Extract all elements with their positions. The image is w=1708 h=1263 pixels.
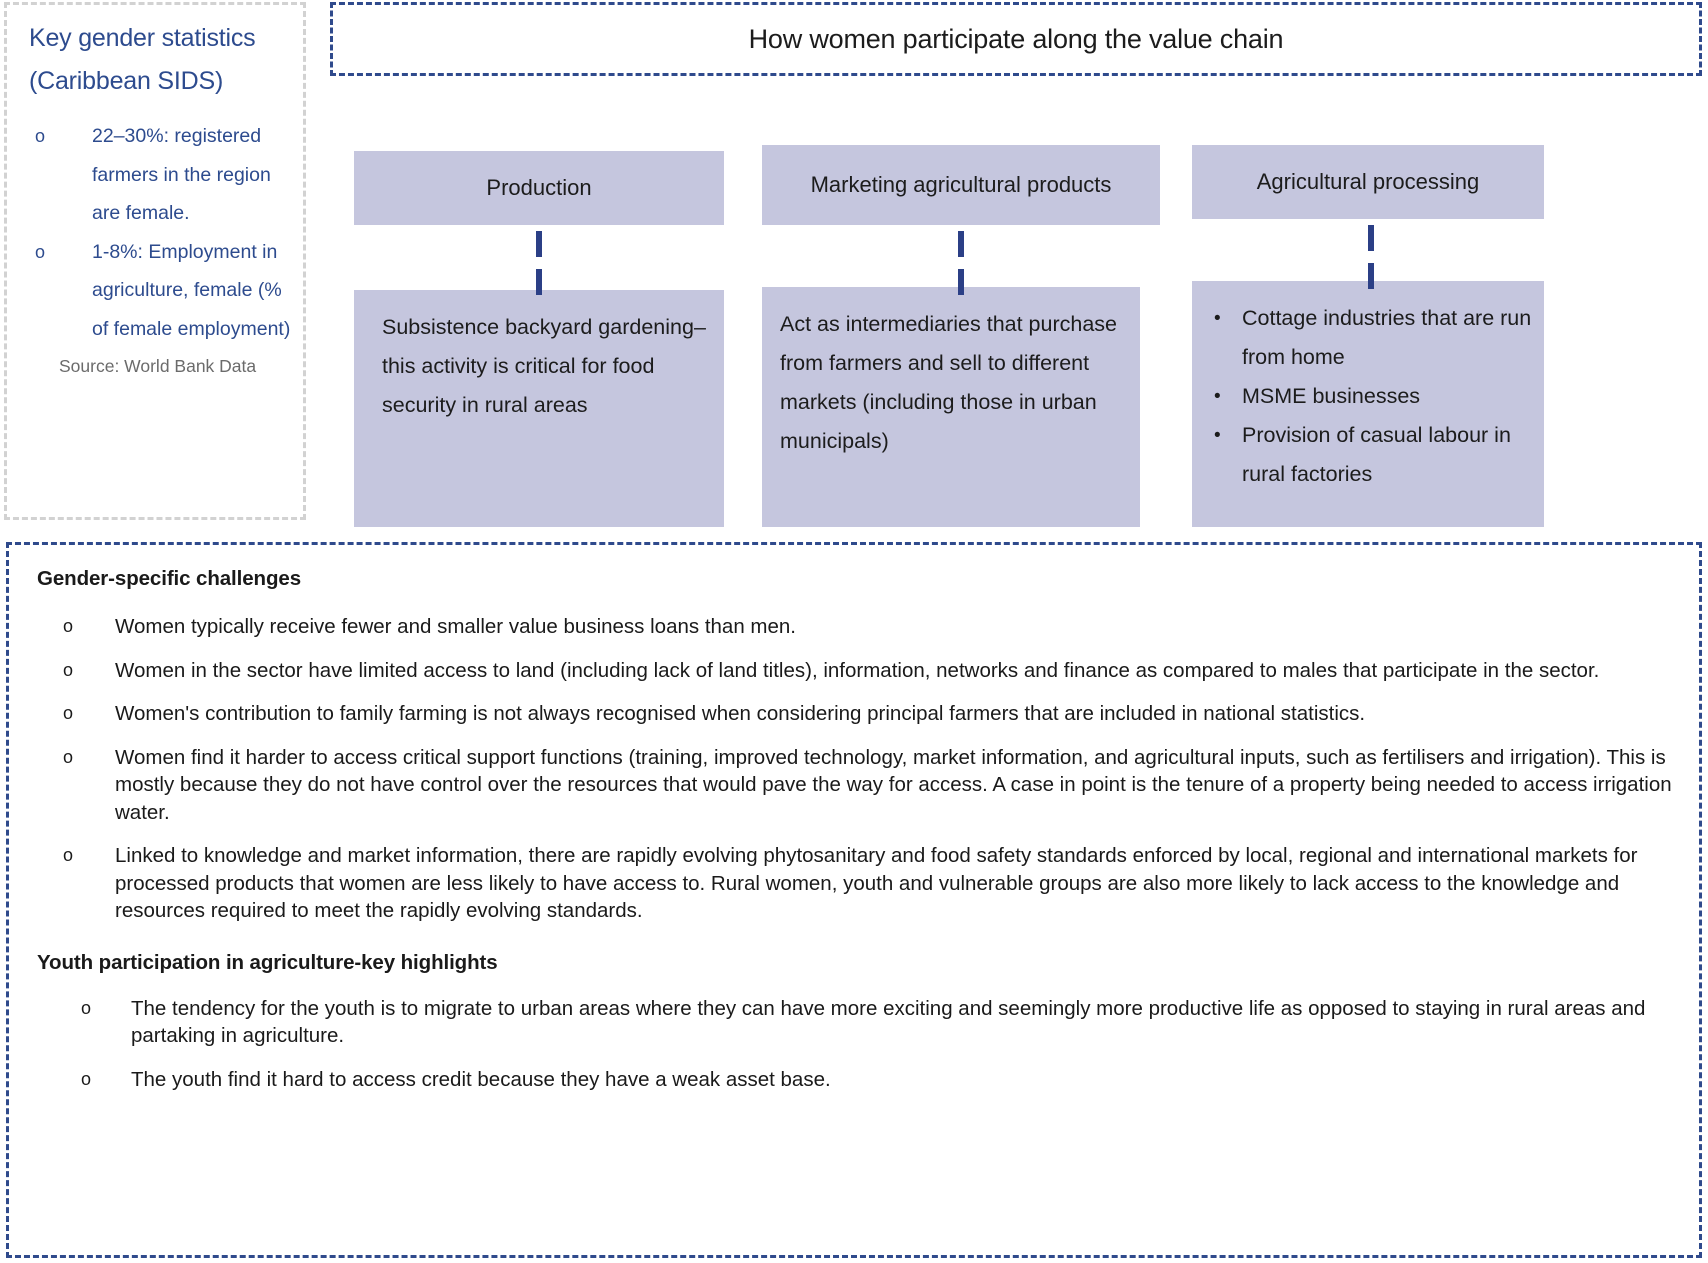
value-chain-body-processing: • Cottage industries that are run from h… xyxy=(1192,281,1544,527)
connector-marketing xyxy=(958,225,964,295)
challenges-heading: Gender-specific challenges xyxy=(37,567,302,590)
value-chain-body-text: Subsistence backyard gardening– this act… xyxy=(382,315,706,417)
stats-bullet-list: o 22–30%: registered farmers in the regi… xyxy=(7,117,303,348)
bullet-marker-icon: o xyxy=(63,616,74,636)
value-chain-body-production: Subsistence backyard gardening– this act… xyxy=(354,290,724,527)
processing-bullet-list: • Cottage industries that are run from h… xyxy=(1206,299,1536,494)
list-item: o The tendency for the youth is to migra… xyxy=(27,995,1681,1050)
stats-title-line-1: Key gender statistics xyxy=(29,24,256,52)
youth-text: The youth find it hard to access credit … xyxy=(131,1067,831,1091)
challenge-text: Linked to knowledge and market informati… xyxy=(115,844,1638,922)
list-item: o The youth find it hard to access credi… xyxy=(27,1066,1681,1094)
list-item: • MSME businesses xyxy=(1206,377,1536,416)
connector-processing xyxy=(1368,219,1374,289)
list-item: o Women in the sector have limited acces… xyxy=(27,657,1681,685)
stats-source-note: Source: World Bank Data xyxy=(59,356,257,376)
bullet-dot-icon: • xyxy=(1214,386,1221,407)
list-item: o Women find it harder to access critica… xyxy=(27,744,1681,827)
bullet-marker-icon: o xyxy=(63,845,74,865)
value-chain-header-marketing: Marketing agricultural products xyxy=(762,145,1160,225)
value-chain-body-marketing: Act as intermediaries that purchase from… xyxy=(762,287,1140,527)
bullet-dot-icon: • xyxy=(1214,425,1221,446)
list-item: o 1-8%: Employment in agriculture, femal… xyxy=(7,233,303,349)
bullet-marker-icon: o xyxy=(81,1068,92,1089)
youth-heading: Youth participation in agriculture-key h… xyxy=(37,950,498,974)
value-chain-body-text: Act as intermediaries that purchase from… xyxy=(780,312,1117,453)
list-item: o 22–30%: registered farmers in the regi… xyxy=(7,117,303,233)
value-chain-column-marketing: Marketing agricultural products Act as i… xyxy=(762,145,1160,527)
list-item: o Women typically receive fewer and smal… xyxy=(27,613,1681,641)
stats-panel-title: Key gender statistics (Caribbean SIDS) xyxy=(7,5,303,103)
list-item: • Cottage industries that are run from h… xyxy=(1206,299,1536,377)
processing-item-text: Provision of casual labour in rural fact… xyxy=(1242,423,1511,486)
list-item: o Linked to knowledge and market informa… xyxy=(27,842,1681,925)
bullet-marker-icon: o xyxy=(63,703,74,723)
processing-item-text: Cottage industries that are run from hom… xyxy=(1242,306,1532,369)
stats-item-text: 1-8%: Employment in agriculture, female … xyxy=(92,240,291,340)
list-item: • Provision of casual labour in rural fa… xyxy=(1206,416,1536,494)
challenges-panel: Gender-specific challenges o Women typic… xyxy=(6,542,1702,1258)
bullet-marker-icon: o xyxy=(81,997,92,1018)
challenge-text: Women typically receive fewer and smalle… xyxy=(115,615,797,638)
challenges-list: o Women typically receive fewer and smal… xyxy=(27,613,1681,925)
challenge-text: Women in the sector have limited access … xyxy=(115,658,1600,682)
processing-item-text: MSME businesses xyxy=(1242,384,1421,408)
stats-item-text: 22–30%: registered farmers in the region… xyxy=(92,125,271,224)
page-title: How women participate along the value ch… xyxy=(748,23,1284,54)
value-chain-column-processing: Agricultural processing • Cottage indust… xyxy=(1192,145,1544,527)
key-gender-statistics-panel: Key gender statistics (Caribbean SIDS) o… xyxy=(4,2,306,520)
challenge-text: Women find it harder to access critical … xyxy=(115,745,1672,824)
list-item: o Women's contribution to family farming… xyxy=(27,700,1681,728)
bullet-marker-icon: o xyxy=(35,241,46,262)
value-chain-banner: How women participate along the value ch… xyxy=(330,2,1702,76)
challenge-text: Women's contribution to family farming i… xyxy=(115,702,1366,725)
value-chain-column-production: Production Subsistence backyard gardenin… xyxy=(354,151,724,527)
value-chain-header-production: Production xyxy=(354,151,724,225)
bullet-marker-icon: o xyxy=(63,659,74,680)
bullet-marker-icon: o xyxy=(35,126,46,146)
bullet-marker-icon: o xyxy=(63,746,74,767)
value-chain-header-processing: Agricultural processing xyxy=(1192,145,1544,219)
connector-production xyxy=(536,225,542,295)
bullet-dot-icon: • xyxy=(1214,308,1221,329)
stats-title-line-2: (Caribbean SIDS) xyxy=(29,67,224,95)
youth-text: The tendency for the youth is to migrate… xyxy=(131,996,1646,1048)
youth-list: o The tendency for the youth is to migra… xyxy=(27,995,1681,1094)
